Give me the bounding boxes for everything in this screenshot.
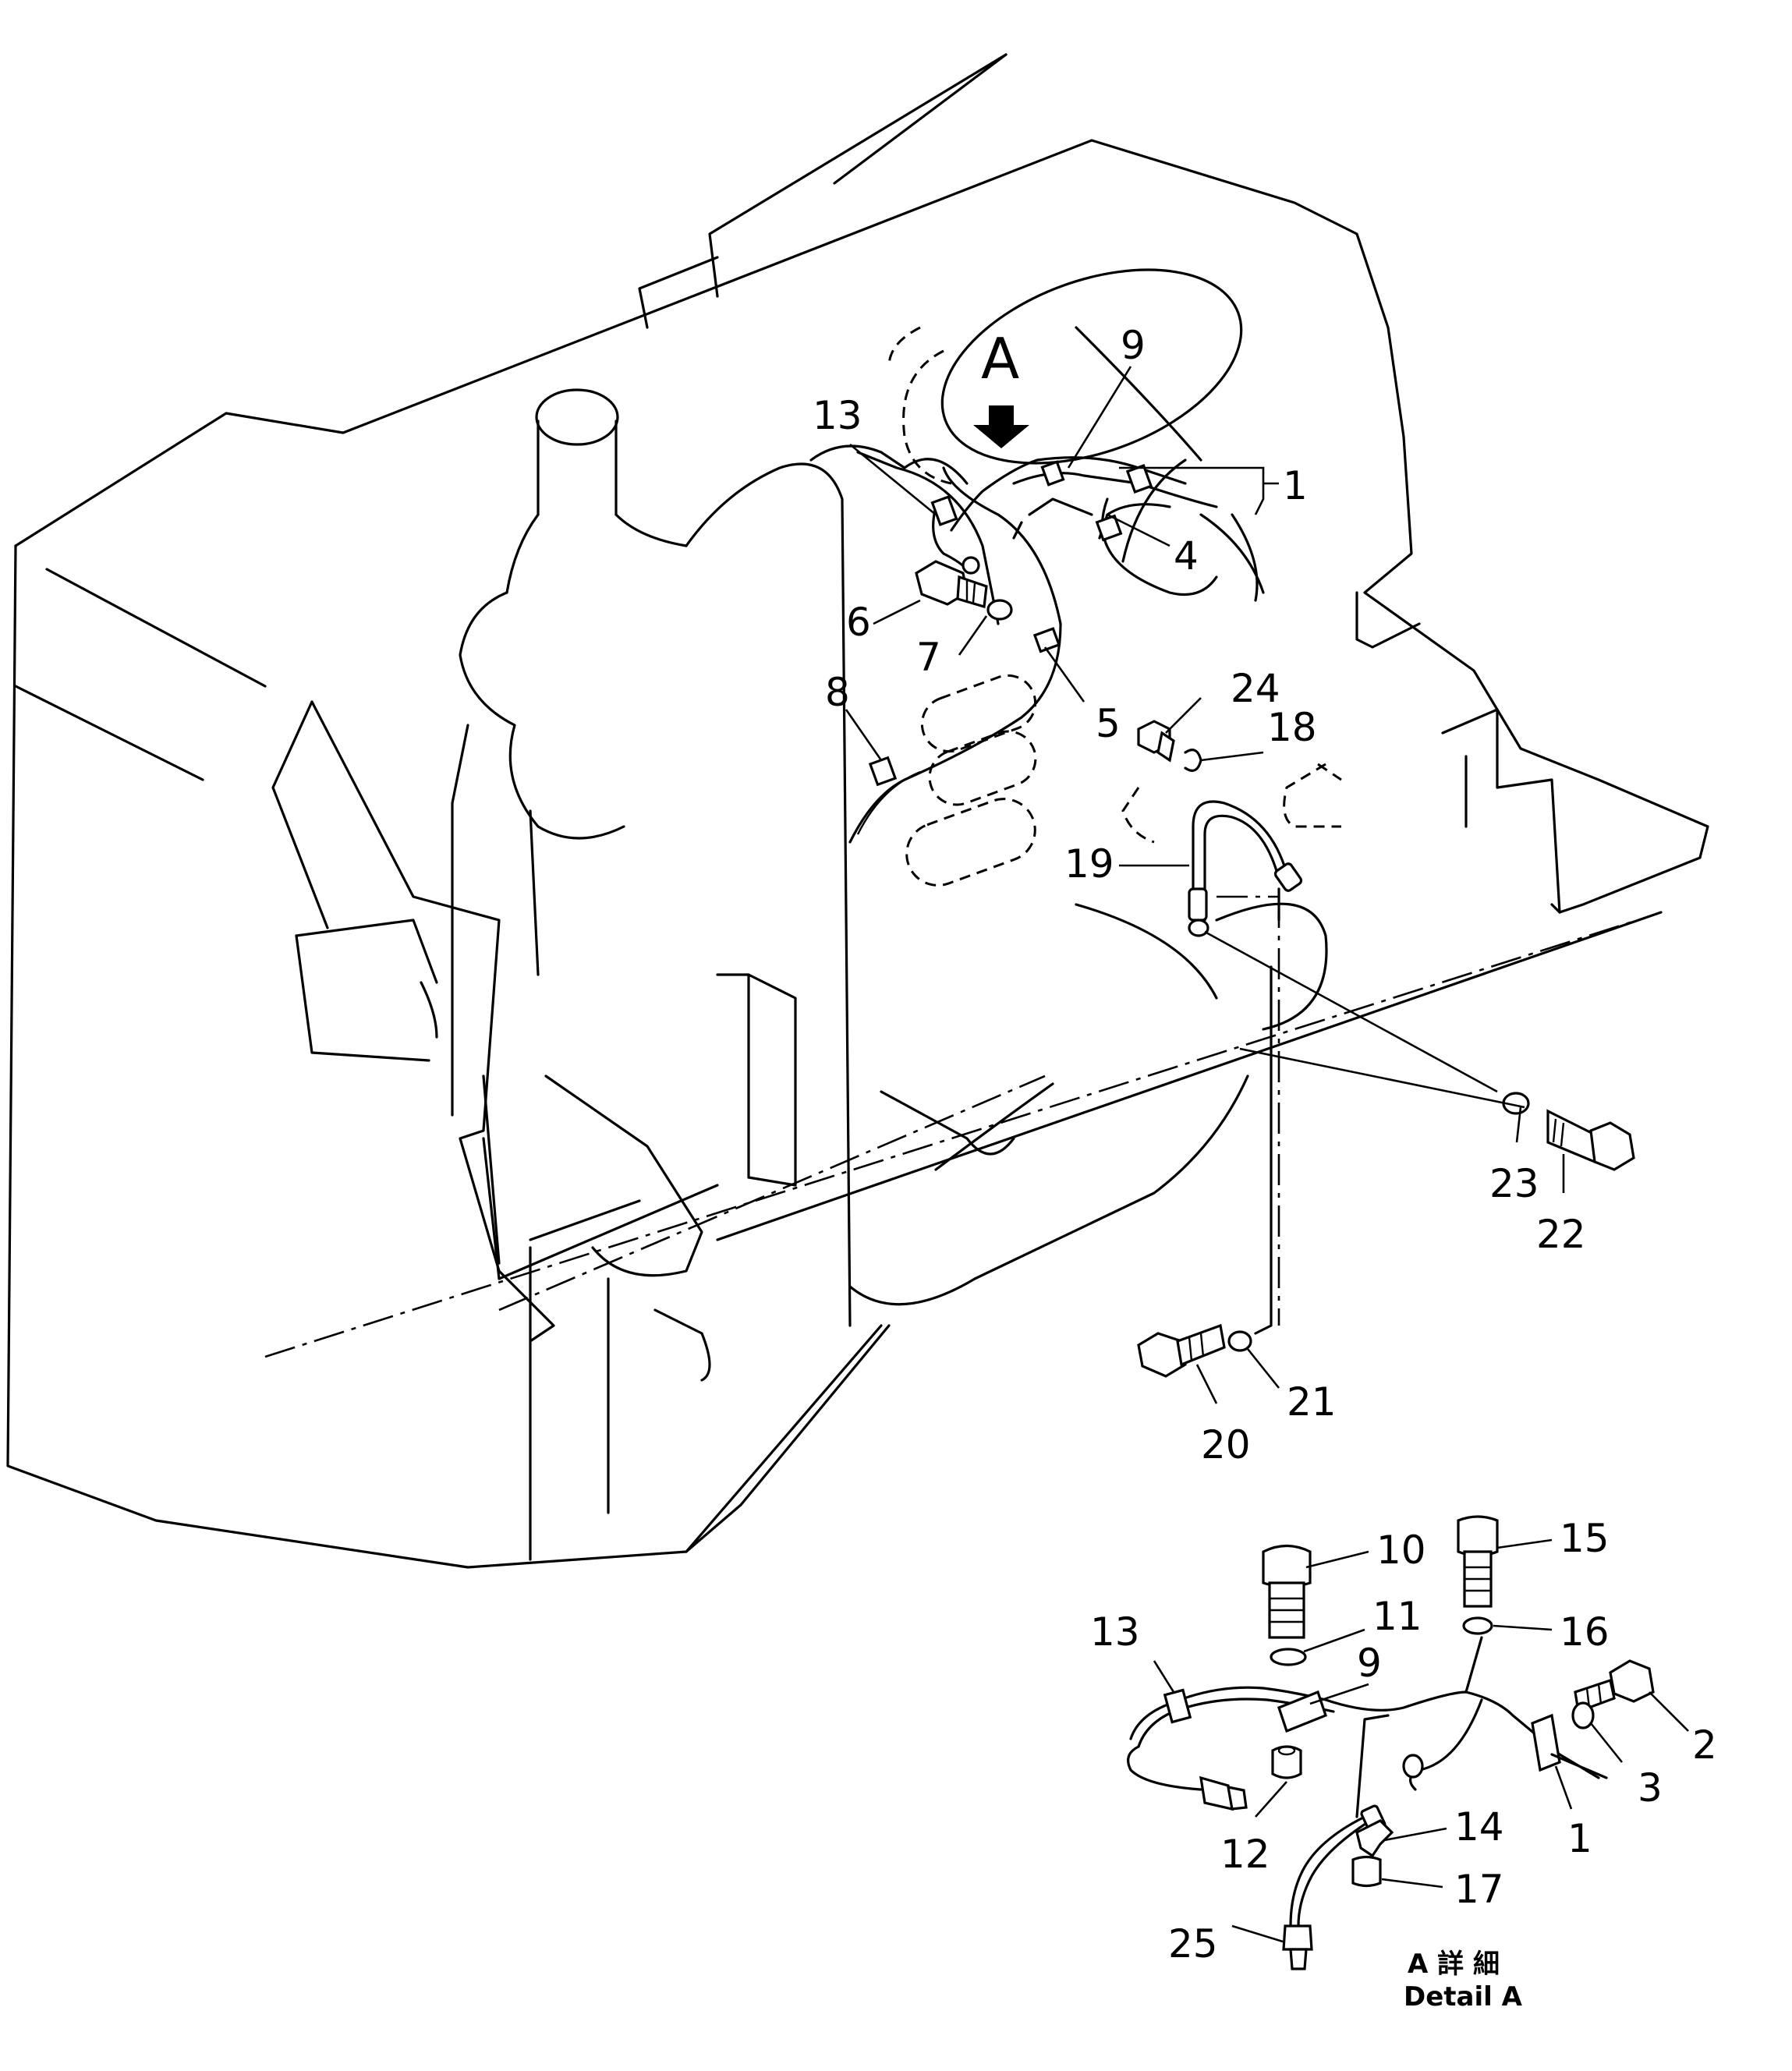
clip-18: [1184, 749, 1202, 772]
center-lines: [264, 895, 1638, 1358]
callout-12: 12: [1220, 1832, 1270, 1877]
starter-motor: [905, 674, 1342, 887]
detail-leaders: [1153, 1538, 1689, 1943]
bolt-6: [915, 560, 988, 609]
bolt-22: [1546, 1109, 1635, 1171]
bolt-24: [1137, 720, 1175, 763]
ground-cable-19: [1188, 800, 1303, 937]
callout-14: 14: [1454, 1804, 1504, 1850]
view-label: A: [981, 326, 1019, 391]
callout-19: 19: [1064, 841, 1114, 887]
callout-9-detail: 9: [1357, 1641, 1382, 1686]
callout-4: 4: [1174, 533, 1199, 579]
callout-22: 22: [1536, 1212, 1586, 1257]
callout-7: 7: [916, 635, 941, 680]
turbocharger: [887, 268, 1259, 602]
bolt-20: [1137, 1323, 1226, 1378]
main-leaders: [845, 366, 1565, 1404]
callout-15: 15: [1560, 1516, 1610, 1561]
callout-21: 21: [1287, 1379, 1337, 1425]
machine-frame: [6, 53, 1709, 1569]
callout-11: 11: [1372, 1594, 1422, 1639]
callout-labels: 1 4 5 6 7 8 9 13 18 19 20 21 22 23 24 10…: [813, 323, 1717, 1967]
washer-21: [1227, 1330, 1252, 1352]
detail-a: [1127, 1515, 1655, 1970]
callout-16: 16: [1560, 1609, 1610, 1655]
callout-6: 6: [846, 600, 871, 645]
callout-20: 20: [1201, 1422, 1251, 1467]
view-arrow: [973, 405, 1029, 448]
wiring-harness: [848, 456, 1265, 844]
callout-24: 24: [1231, 666, 1280, 711]
callout-1: 1: [1283, 463, 1308, 508]
callout-13-detail: 13: [1090, 1609, 1140, 1655]
cooling-fan: [271, 700, 703, 1343]
callout-1-detail: 1: [1567, 1816, 1592, 1861]
washer-7: [986, 599, 1013, 621]
callout-3: 3: [1638, 1765, 1663, 1811]
detail-caption-en: Detail A: [1404, 1981, 1523, 2013]
callout-18: 18: [1267, 705, 1317, 750]
callout-23: 23: [1489, 1161, 1539, 1206]
callout-2: 2: [1692, 1722, 1717, 1768]
callout-17: 17: [1454, 1867, 1504, 1912]
callout-13: 13: [813, 393, 862, 438]
callout-8: 8: [825, 670, 850, 715]
callout-25: 25: [1168, 1921, 1218, 1967]
engine-assembly: [451, 388, 1328, 1382]
callout-5: 5: [1096, 701, 1121, 746]
detail-caption-jp: A 詳 細: [1408, 1949, 1500, 1980]
leader-19-to-23: [1204, 930, 1498, 1093]
callout-10: 10: [1376, 1528, 1426, 1573]
callout-9: 9: [1121, 323, 1146, 368]
